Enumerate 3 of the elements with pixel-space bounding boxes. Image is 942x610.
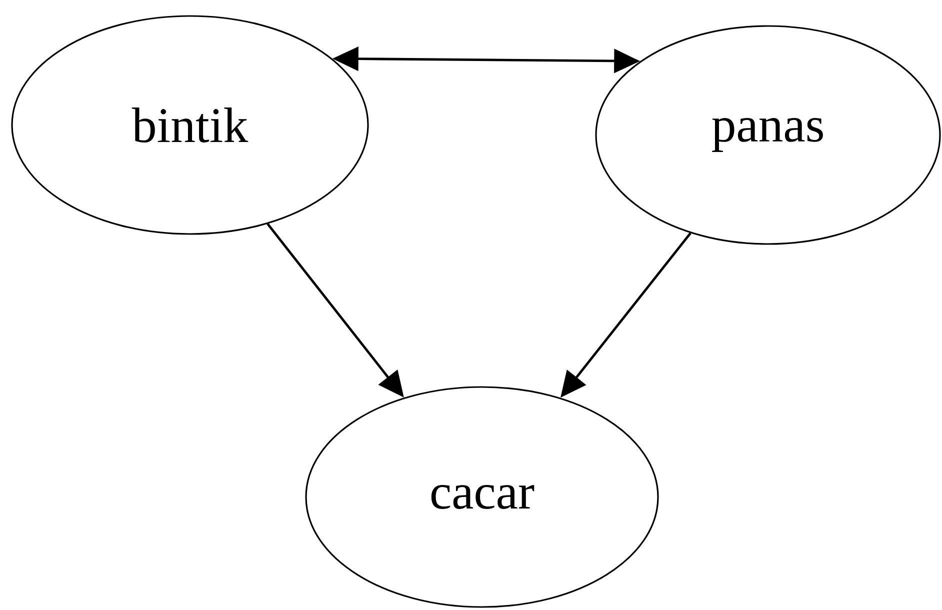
ellipse-node: bintik — [11, 15, 369, 235]
ellipse-node: cacar — [305, 386, 659, 608]
ellipse-node: panas — [595, 25, 941, 245]
